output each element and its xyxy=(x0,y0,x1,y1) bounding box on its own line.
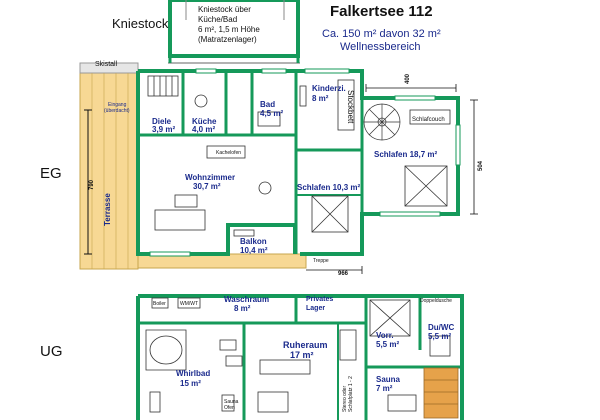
room-vorr-area: 5,5 m² xyxy=(376,340,399,349)
eingang-label: Eingang xyxy=(108,102,127,108)
room-balkon-area: 10,4 m² xyxy=(240,246,268,255)
room-whirlbad-area: 15 m² xyxy=(180,379,201,388)
room-lager: Privates xyxy=(306,296,333,303)
room-vorr: Vorr. xyxy=(376,331,394,340)
room-kueche-area: 4,0 m² xyxy=(192,125,215,134)
ug-walls xyxy=(136,294,464,420)
room-lager-2: Lager xyxy=(306,305,325,312)
terrasse-dim: 790 xyxy=(89,179,95,190)
room-waschraum: Waschraum xyxy=(224,295,269,304)
room-wohnzimmer: Wohnzimmer xyxy=(185,173,235,182)
room-duwc: Du/WC xyxy=(428,323,454,332)
room-diele-area: 3,9 m² xyxy=(152,125,175,134)
ug-furniture xyxy=(145,297,451,413)
room-waschraum-area: 8 m² xyxy=(234,304,251,313)
kachelofen-label: Kachelofen xyxy=(216,150,241,156)
eg-dimensions xyxy=(306,84,478,274)
sauna-bench xyxy=(423,367,459,419)
skistall-label: Skistall xyxy=(95,61,118,68)
room-bad: Bad xyxy=(260,100,275,109)
eingang-note: (überdacht) xyxy=(104,108,130,114)
ofen-label: Sauna xyxy=(224,399,239,405)
plan-title: Falkertsee 112 xyxy=(330,3,433,20)
ug-room-labels: Waschraum 8 m² Privates Lager Vorr. 5,5 … xyxy=(176,295,454,393)
room-ruheraum-area: 17 m² xyxy=(290,350,314,360)
attic-note-1: Kniestock über xyxy=(198,5,251,14)
room-whirlbad: Whirlbad xyxy=(176,369,210,378)
wmwt-label: WM/WT xyxy=(180,301,198,307)
eg-walls xyxy=(136,69,460,256)
attic-note-4: (Matratzenlager) xyxy=(198,35,257,44)
ofen-label-2: Ofen xyxy=(224,405,235,411)
dim-right: 504 xyxy=(478,160,484,171)
room-wohnzimmer-area: 30,7 m² xyxy=(193,182,221,191)
attic-note-3: 6 m², 1,5 m Höhe xyxy=(198,25,260,34)
eg-windows xyxy=(149,68,461,257)
attic-section: Kniestock Kniestock über Küche/Bad 6 m²,… xyxy=(112,0,300,64)
dim-bottom: 966 xyxy=(338,271,349,277)
room-balkon: Balkon xyxy=(240,237,267,246)
attic-note-2: Küche/Bad xyxy=(198,15,237,24)
eg-furniture xyxy=(154,79,451,237)
spiral-staircase xyxy=(363,103,401,141)
doppeldusche-label: Doppeldusche xyxy=(420,298,452,304)
dim-top: 400 xyxy=(405,73,411,84)
stereo-label: Stereo oder xyxy=(342,386,348,412)
stockbett-label: Stockbett xyxy=(346,90,355,124)
eg-room-labels: Diele 3,9 m² Küche 4,0 m² Bad 4,5 m² Kin… xyxy=(152,84,437,255)
plan-subtitle: Ca. 150 m² davon 32 m² xyxy=(322,28,441,40)
plan-subtitle-2: Wellnessbereich xyxy=(340,41,421,53)
floor-label-eg: EG xyxy=(40,165,62,182)
terrace-area: Skistall Terrasse 790 Eingang (überdacht… xyxy=(79,61,307,270)
kniestock-label: Kniestock xyxy=(112,16,169,31)
stereo-label-2: Schlafplatz 1 - 2 xyxy=(348,376,354,412)
room-schlafen-2: Schlafen 10,3 m² xyxy=(297,183,360,192)
treppe-label: Treppe xyxy=(313,258,329,264)
boiler-label: Boiler xyxy=(153,301,166,307)
room-diele: Diele xyxy=(152,117,172,126)
terrasse-label: Terrasse xyxy=(103,193,112,226)
room-duwc-area: 5,5 m² xyxy=(428,332,451,341)
room-schlafen-1: Schlafen 18,7 m² xyxy=(374,150,437,159)
room-kueche: Küche xyxy=(192,117,217,126)
eg-stairs xyxy=(147,75,179,97)
floor-label-ug: UG xyxy=(40,343,63,360)
room-sauna: Sauna xyxy=(376,375,401,384)
schlafcouch-label: Schlafcouch xyxy=(412,117,445,123)
room-bad-area: 4,5 m² xyxy=(260,109,283,118)
room-kinderzi-area: 8 m² xyxy=(312,94,329,103)
room-kinderzi: Kinderzi. xyxy=(312,84,346,93)
room-ruheraum: Ruheraum xyxy=(283,340,328,350)
room-sauna-area: 7 m² xyxy=(376,384,393,393)
